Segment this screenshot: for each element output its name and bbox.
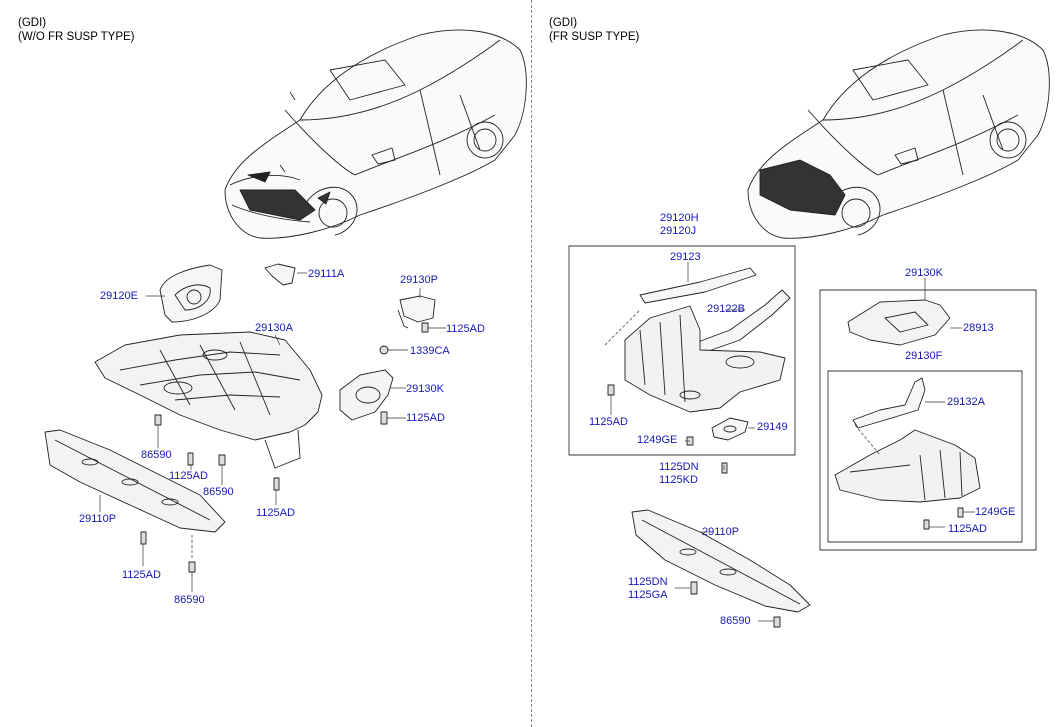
leader-lines-left [99, 272, 446, 592]
callout-1125GA[interactable]: 1125GA [628, 589, 668, 601]
callout-28913[interactable]: 28913 [963, 322, 994, 334]
callout-29130P[interactable]: 29130P [400, 274, 438, 286]
group-box-29130K [819, 289, 1037, 551]
group-box-29120H [568, 245, 796, 456]
part-29149 [711, 417, 749, 441]
callout-29120H[interactable]: 29120H [660, 212, 699, 224]
left-header: (GDI) (W/O FR SUSP TYPE) [18, 16, 135, 44]
part-29120H-cover [624, 305, 786, 413]
callout-29111A[interactable]: 29111A [308, 268, 345, 280]
part-29130K-right [847, 299, 951, 346]
part-29123 [639, 267, 757, 304]
callout-29110P-left[interactable]: 29110P [79, 513, 117, 525]
callout-1125DN-a[interactable]: 1125DN [659, 461, 699, 473]
part-29130K-left [339, 369, 394, 421]
callout-29130K-left[interactable]: 29130K [406, 383, 444, 395]
callout-1125AD-g[interactable]: 1125AD [948, 523, 987, 535]
callout-29120J[interactable]: 29120J [660, 225, 697, 237]
part-29111A [264, 263, 296, 286]
callout-29132A[interactable]: 29132A [947, 396, 985, 408]
callout-1125AD-b[interactable]: 1125AD [406, 412, 445, 424]
callout-1249GE-a[interactable]: 1249GE [637, 434, 678, 446]
right-header-line1: (GDI) [549, 17, 578, 29]
callout-29123[interactable]: 29123 [670, 251, 701, 263]
part-29130F [834, 429, 981, 503]
callout-29122B[interactable]: 29122B [707, 303, 745, 315]
callout-29130K-right[interactable]: 29130K [905, 267, 943, 279]
part-29130A [94, 331, 323, 469]
callout-86590-right[interactable]: 86590 [720, 615, 751, 627]
callout-1125AD-f[interactable]: 1125AD [589, 416, 628, 428]
callout-86590-a[interactable]: 86590 [141, 449, 172, 461]
part-29122B [689, 289, 791, 356]
right-header-line2: (FR SUSP TYPE) [549, 31, 640, 43]
right-header: (GDI) (FR SUSP TYPE) [549, 16, 639, 44]
panel-divider [531, 0, 532, 727]
callout-1125DN-b[interactable]: 1125DN [628, 576, 668, 588]
callout-29130A[interactable]: 29130A [255, 322, 293, 334]
callout-1125AD-a[interactable]: 1125AD [446, 323, 485, 335]
part-29130P [397, 295, 436, 329]
part-29120E [159, 264, 223, 323]
callout-29120E[interactable]: 29120E [100, 290, 138, 302]
car-illustration-right [747, 29, 1050, 239]
leader-lines-right [604, 262, 975, 622]
callout-29149[interactable]: 29149 [757, 421, 788, 433]
part-29132A [852, 377, 926, 429]
callout-1339CA[interactable]: 1339CA [410, 345, 450, 357]
callout-1125KD[interactable]: 1125KD [659, 474, 698, 486]
callout-1125AD-c[interactable]: 1125AD [169, 470, 208, 482]
left-header-line1: (GDI) [18, 17, 47, 29]
callout-86590-b[interactable]: 86590 [203, 486, 234, 498]
part-29110P-right [631, 509, 811, 613]
left-header-line2: (W/O FR SUSP TYPE) [18, 31, 135, 43]
callout-29130F[interactable]: 29130F [905, 350, 943, 362]
car-illustration-left [224, 29, 527, 239]
callout-1125AD-d[interactable]: 1125AD [256, 507, 295, 519]
callout-1249GE-b[interactable]: 1249GE [975, 506, 1016, 518]
callout-1125AD-e[interactable]: 1125AD [122, 569, 161, 581]
callout-86590-c[interactable]: 86590 [174, 594, 205, 606]
group-box-29130F [827, 370, 1023, 543]
part-29110P-left [44, 429, 226, 533]
callout-29110P-right[interactable]: 29110P [702, 526, 740, 538]
